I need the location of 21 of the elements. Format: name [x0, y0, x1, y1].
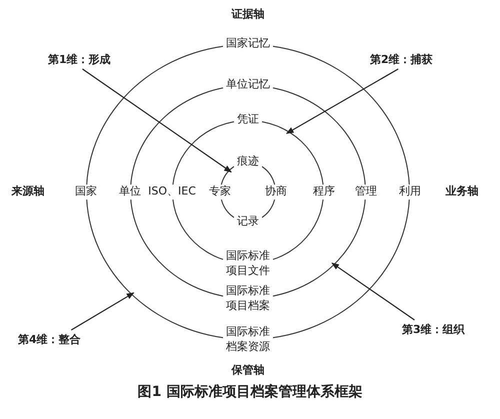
ring-label: 单位 [116, 184, 144, 200]
axis-label: 业务轴 [446, 184, 478, 198]
arrow [286, 68, 398, 134]
arrow [331, 262, 415, 320]
ring-label: 协商 [262, 184, 290, 200]
ring-label: 国家记忆 [223, 36, 273, 52]
axis-label: 保管轴 [232, 362, 264, 378]
ring-label: 国际标准档案资源 [223, 325, 273, 355]
axis-label: 来源轴 [12, 184, 44, 198]
axis-label: 证据轴 [232, 6, 264, 22]
dimension-label: 第3维：组织 [402, 322, 465, 337]
ring-label: 国际标准项目档案 [223, 284, 273, 314]
arrow [82, 68, 232, 172]
dimension-label: 第4维：整合 [18, 332, 81, 347]
dimension-label: 第1维：形成 [48, 52, 111, 67]
ring-label: 痕迹 [234, 154, 262, 170]
ring-label: 程序 [310, 184, 338, 200]
figure-caption: 图1 国际标准项目档案管理体系框架 [136, 383, 364, 401]
arrow [70, 292, 134, 330]
dimension-label: 第2维：捕获 [370, 52, 433, 67]
ring-label: 管理 [352, 184, 380, 200]
